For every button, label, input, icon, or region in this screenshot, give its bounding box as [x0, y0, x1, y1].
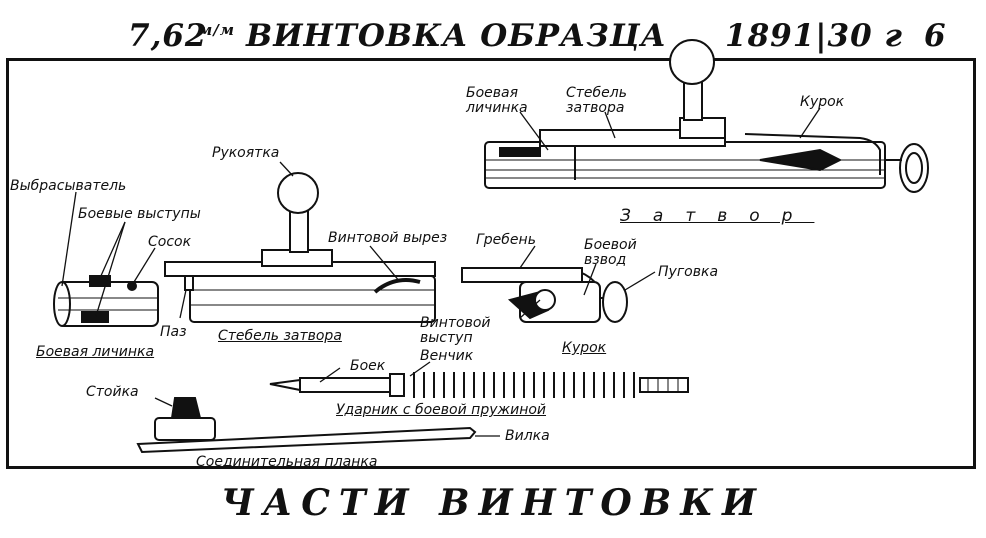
label-knob: Пуговка	[658, 264, 719, 280]
label-post: Стойка	[86, 384, 139, 400]
label-locking-lugs: Боевые выступы	[78, 206, 201, 222]
label-cocking-piece: Курок	[562, 340, 607, 356]
label-firing-pin: Ударник с боевой пружиной	[336, 402, 547, 418]
model-year: 1891|30 г	[725, 18, 903, 54]
label-assembly-bolt-head: Боевая личинка	[466, 85, 528, 116]
cocking-piece-illustration	[461, 267, 628, 323]
assembled-bolt-illustration	[484, 39, 929, 193]
bolt-stem-illustration	[164, 172, 436, 323]
label-handle: Рукоятка	[212, 145, 280, 161]
label-ridge: Гребень	[476, 232, 536, 248]
illustration-frame	[6, 58, 976, 469]
page-number: 6	[924, 18, 947, 54]
label-full-cock: Боевой взвод	[584, 237, 637, 268]
label-extractor: Выбрасыватель	[10, 178, 127, 194]
bolt-head-illustration	[53, 275, 159, 327]
label-helical-lug: Винтовой выступ	[420, 315, 491, 346]
label-groove: Паз	[160, 324, 187, 340]
label-striker-tip: Боек	[350, 358, 386, 374]
label-bolt-stem: Стебель затвора	[218, 328, 342, 344]
label-assembly-bolt-stem: Стебель затвора	[566, 85, 627, 116]
page-header: 7,62 м/м ВИНТОВКА ОБРАЗЦА 1891|30 г 6	[0, 14, 986, 58]
label-connecting-bar: Соединительная планка	[196, 454, 378, 470]
label-nipple: Сосок	[148, 234, 192, 250]
label-bolt-assembly: Затвор	[620, 206, 815, 226]
connecting-bar-illustration	[136, 397, 477, 454]
page-title: ВИНТОВКА ОБРАЗЦА	[246, 18, 667, 54]
label-collar: Венчик	[420, 348, 474, 364]
firing-pin-illustration	[269, 372, 689, 398]
footer-title: ЧАСТИ ВИНТОВКИ	[221, 482, 765, 524]
caliber-text: 7,62	[128, 18, 208, 54]
label-helical-cut: Винтовой вырез	[328, 230, 448, 246]
label-assembly-cocking-piece: Курок	[800, 94, 845, 110]
label-fork: Вилка	[505, 428, 550, 444]
caliber-unit: м/м	[198, 21, 235, 39]
label-bolt-head: Боевая личинка	[36, 344, 155, 360]
